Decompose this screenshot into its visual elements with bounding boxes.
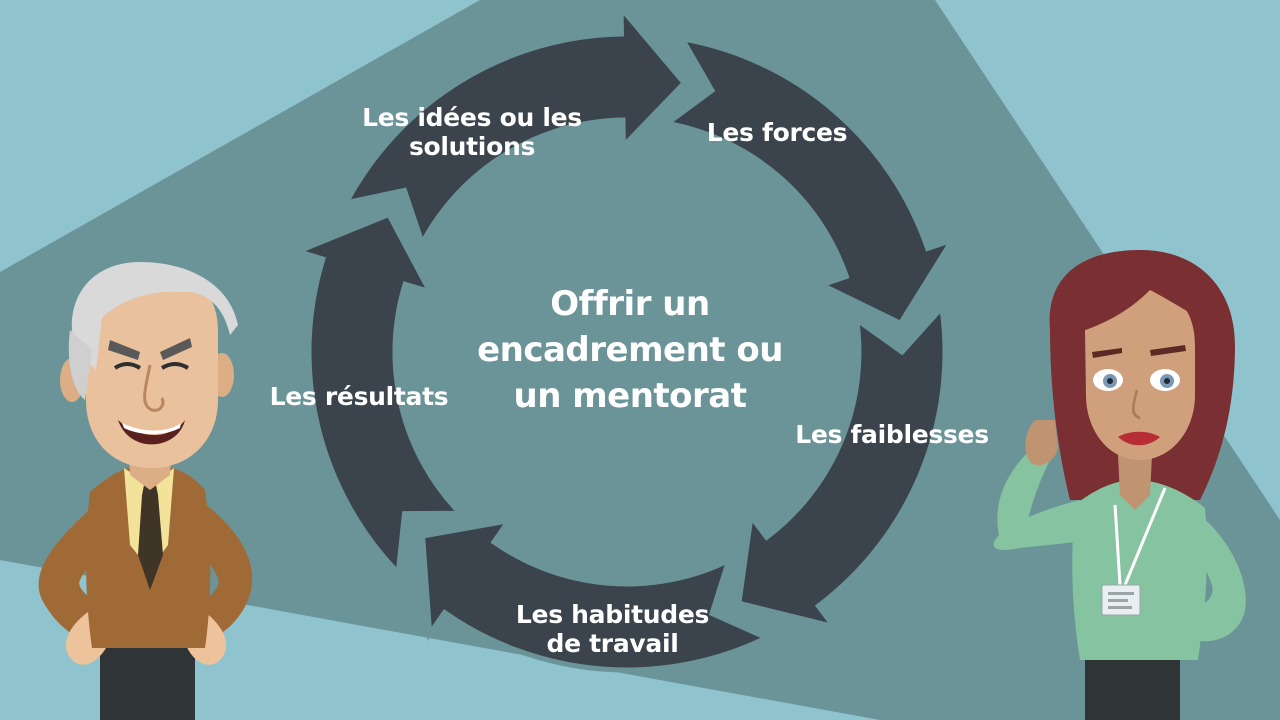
cycle-step-resultats: Les résultats [244, 382, 474, 411]
cycle-step-line: Les habitudes [515, 600, 710, 629]
cycle-step-faiblesses: Les faiblesses [782, 420, 1002, 449]
cycle-step-line: Les faiblesses [795, 420, 989, 449]
cycle-arrow-segment [419, 517, 773, 673]
cycle-arrow-segment [736, 302, 948, 631]
cycle-step-line: Les forces [706, 118, 848, 147]
cycle-step-habitudes: Les habitudes de travail [500, 600, 725, 659]
cycle-step-line: de travail [546, 629, 679, 659]
cycle-step-idees: Les idées ou les solutions [352, 103, 592, 162]
cycle-center-line: un mentorat [513, 375, 747, 416]
cycle-step-line: Les idées ou les [362, 103, 582, 132]
cycle-arrow-segment [341, 1, 688, 250]
cycle-center-line: Offrir un [550, 284, 710, 324]
cycle-step-line: Les résultats [269, 382, 449, 411]
cycle-arrow-segment [290, 211, 466, 579]
cycle-center-title: Offrir un encadrement ou un mentorat [440, 282, 820, 420]
cycle-step-line: solutions [408, 132, 536, 162]
cycle-center-line: encadrement ou [477, 329, 783, 370]
cycle-arrow-segment [661, 35, 959, 327]
cycle-step-forces: Les forces [672, 118, 882, 147]
cycle-ring [290, 1, 959, 673]
